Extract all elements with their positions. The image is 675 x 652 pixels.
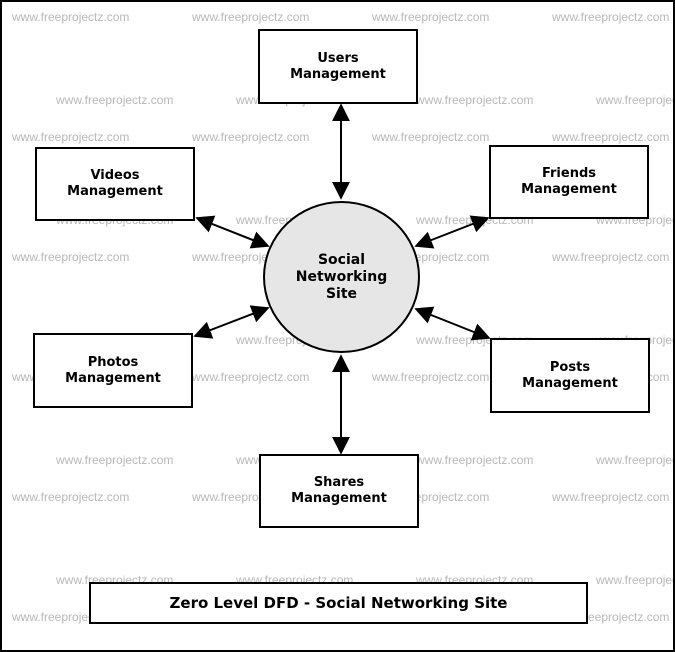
watermark-text: www.freeprojectz.com	[596, 573, 673, 587]
entity-users: Users Management	[258, 29, 418, 104]
entity-shares: Shares Management	[259, 454, 419, 528]
watermark-text: www.freeprojectz.com	[56, 93, 174, 107]
process-line3: Site	[325, 285, 358, 302]
watermark-text: www.freeprojectz.com	[192, 130, 310, 144]
watermark-text: www.freeprojectz.com	[372, 130, 490, 144]
entity-posts-line1: Posts	[549, 359, 591, 375]
watermark-text: www.freeprojectz.com	[12, 250, 130, 264]
watermark-text: www.freeprojectz.com	[192, 10, 310, 24]
watermark-text: www.freeprojectz.com	[596, 93, 673, 107]
watermark-text: www.freeprojectz.com	[552, 130, 670, 144]
entity-friends-line2: Management	[521, 182, 617, 197]
entity-friends: Friends Management	[489, 145, 649, 219]
watermark-text: www.freeprojectz.com	[12, 10, 130, 24]
entity-photos: Photos Management	[33, 333, 193, 408]
entity-photos-line2: Management	[65, 370, 161, 386]
entity-users-line2: Management	[290, 66, 386, 82]
flow-videos	[195, 215, 270, 249]
watermark-text: www.freeprojectz.com	[552, 250, 670, 264]
entity-videos-line2: Management	[67, 184, 163, 199]
diagram-title: Zero Level DFD - Social Networking Site	[89, 582, 588, 624]
watermark-text: www.freeprojectz.com	[192, 370, 310, 384]
flow-friends	[414, 215, 490, 249]
watermark-text: www.freeprojectz.com	[416, 93, 534, 107]
watermark-text: www.freeprojectz.com	[372, 10, 490, 24]
watermark-text: www.freeprojectz.com	[372, 370, 490, 384]
entity-photos-line1: Photos	[87, 354, 139, 370]
entity-shares-line1: Shares	[313, 475, 365, 490]
watermark-text: www.freeprojectz.com	[12, 490, 130, 504]
process-social-networking-site: Social Networking Site	[263, 201, 420, 353]
entity-videos: Videos Management	[35, 147, 195, 221]
entity-videos-line1: Videos	[90, 168, 140, 183]
process-line1: Social	[317, 251, 366, 268]
entity-users-line1: Users	[317, 50, 359, 66]
flow-photos	[193, 305, 270, 339]
entity-posts: Posts Management	[490, 338, 650, 413]
flow-posts	[414, 306, 491, 341]
entity-posts-line2: Management	[522, 375, 618, 391]
entity-friends-line1: Friends	[541, 166, 596, 181]
watermark-text: www.freeprojectz.com	[552, 490, 670, 504]
process-line2: Networking	[295, 268, 388, 285]
watermark-text: www.freeprojectz.com	[552, 10, 670, 24]
entity-shares-line2: Management	[291, 491, 387, 506]
watermark-text: www.freeprojectz.com	[596, 453, 673, 467]
watermark-text: www.freeprojectz.com	[416, 453, 534, 467]
watermark-text: www.freeprojectz.com	[56, 453, 174, 467]
watermark-text: www.freeprojectz.com	[12, 130, 130, 144]
